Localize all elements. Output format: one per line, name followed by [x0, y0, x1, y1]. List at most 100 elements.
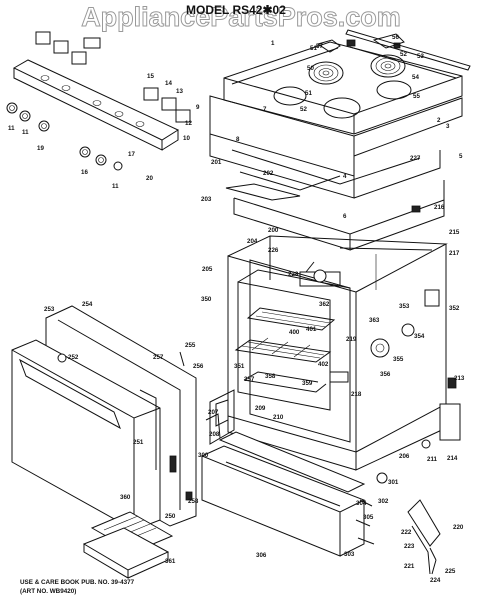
callout-258: 258 [188, 498, 199, 505]
hinge-assembly [205, 377, 461, 575]
callout-226: 226 [268, 247, 279, 254]
callout-53: 53 [417, 53, 424, 60]
callout-52a: 52 [300, 106, 307, 113]
callout-52b: 52 [400, 51, 407, 58]
surface-burner-right-rear [370, 54, 406, 78]
callout-352: 352 [449, 305, 460, 312]
callout-362: 362 [319, 301, 330, 308]
callout-15: 15 [147, 73, 154, 80]
callout-210: 210 [273, 414, 284, 421]
callout-305: 305 [363, 514, 374, 521]
callout-208: 208 [209, 431, 220, 438]
callout-358: 358 [265, 373, 276, 380]
callout-213: 213 [454, 375, 465, 382]
callout-224: 224 [430, 577, 441, 584]
callout-304: 304 [356, 500, 367, 507]
callout-400: 400 [289, 329, 300, 336]
storage-drawer [200, 431, 388, 557]
callout-350: 350 [201, 296, 212, 303]
callout-302: 302 [378, 498, 389, 505]
callout-228: 228 [288, 271, 299, 278]
callout-56: 56 [392, 34, 399, 41]
callout-217: 217 [449, 250, 460, 257]
callout-353: 353 [399, 303, 410, 310]
callout-17: 17 [128, 151, 135, 158]
callout-19: 19 [37, 145, 44, 152]
callout-4: 4 [343, 173, 347, 180]
callout-3: 3 [446, 123, 450, 130]
drip-pan-left-front [273, 86, 307, 106]
callout-360: 360 [120, 494, 131, 501]
callout-labels: 1 2 3 4 5 6 7 8 9 10 11 11 11 12 13 14 1… [8, 34, 465, 584]
callout-256: 256 [193, 363, 204, 370]
callout-200: 200 [268, 227, 279, 234]
callout-359: 359 [302, 380, 313, 387]
watermark-text: AppliancePartsPros.com [81, 2, 401, 32]
cooktop-assembly [209, 29, 471, 177]
callout-225: 225 [445, 568, 456, 575]
backguard-panel [12, 59, 180, 151]
callout-209: 209 [255, 405, 266, 412]
callout-218: 218 [351, 391, 362, 398]
callout-201: 201 [211, 159, 222, 166]
callout-51b: 51 [305, 90, 312, 97]
callout-223: 223 [404, 543, 415, 550]
callout-251: 251 [133, 439, 144, 446]
callout-257: 257 [153, 354, 164, 361]
callout-300: 300 [198, 452, 209, 459]
callout-54: 54 [412, 74, 419, 81]
control-knobs [6, 102, 123, 171]
callout-220: 220 [453, 524, 464, 531]
callout-20: 20 [146, 175, 153, 182]
callout-214: 214 [447, 455, 458, 462]
callout-9: 9 [196, 104, 200, 111]
callout-363: 363 [369, 317, 380, 324]
callout-255: 255 [185, 342, 196, 349]
callout-303: 303 [344, 551, 355, 558]
callout-227: 227 [410, 155, 421, 162]
callout-306: 306 [256, 552, 267, 559]
callout-254: 254 [82, 301, 93, 308]
callout-211: 211 [427, 456, 438, 463]
infinite-switches [35, 31, 191, 123]
surface-burner-left-rear [308, 61, 344, 85]
callout-402: 402 [318, 361, 329, 368]
callout-13: 13 [176, 88, 183, 95]
callout-12: 12 [185, 120, 192, 127]
top-frame [209, 134, 445, 251]
callout-207: 207 [208, 409, 219, 416]
callout-401: 401 [306, 326, 317, 333]
callout-301: 301 [388, 479, 399, 486]
model-title: MODEL RS42✱02 [186, 3, 286, 17]
callout-50: 50 [307, 65, 314, 72]
callout-2: 2 [437, 117, 441, 124]
callout-14: 14 [165, 80, 172, 87]
callout-16: 16 [81, 169, 88, 176]
callout-8: 8 [236, 136, 240, 143]
callout-202: 202 [263, 170, 274, 177]
callout-204: 204 [247, 238, 258, 245]
callout-252: 252 [68, 354, 79, 361]
callout-355: 355 [393, 356, 404, 363]
callout-57: 57 [316, 43, 323, 50]
callout-351: 351 [234, 363, 245, 370]
callout-6: 6 [343, 213, 347, 220]
callout-5: 5 [459, 153, 463, 160]
oven-door [11, 305, 197, 531]
callout-7: 7 [263, 106, 267, 113]
callout-206: 206 [399, 453, 410, 460]
callout-11b: 11 [22, 129, 29, 136]
callout-55: 55 [413, 93, 420, 100]
callout-253: 253 [44, 306, 55, 313]
drip-pan-right [376, 80, 412, 100]
callout-51a: 51 [310, 45, 317, 52]
callout-222: 222 [401, 529, 412, 536]
callout-11c: 11 [112, 183, 119, 190]
callout-250: 250 [165, 513, 176, 520]
broiler-pan [82, 511, 174, 579]
callout-221: 221 [404, 563, 415, 570]
callout-216: 216 [434, 204, 445, 211]
callout-205: 205 [202, 266, 213, 273]
footer-line-2: (ART NO. WB9420) [20, 588, 76, 595]
